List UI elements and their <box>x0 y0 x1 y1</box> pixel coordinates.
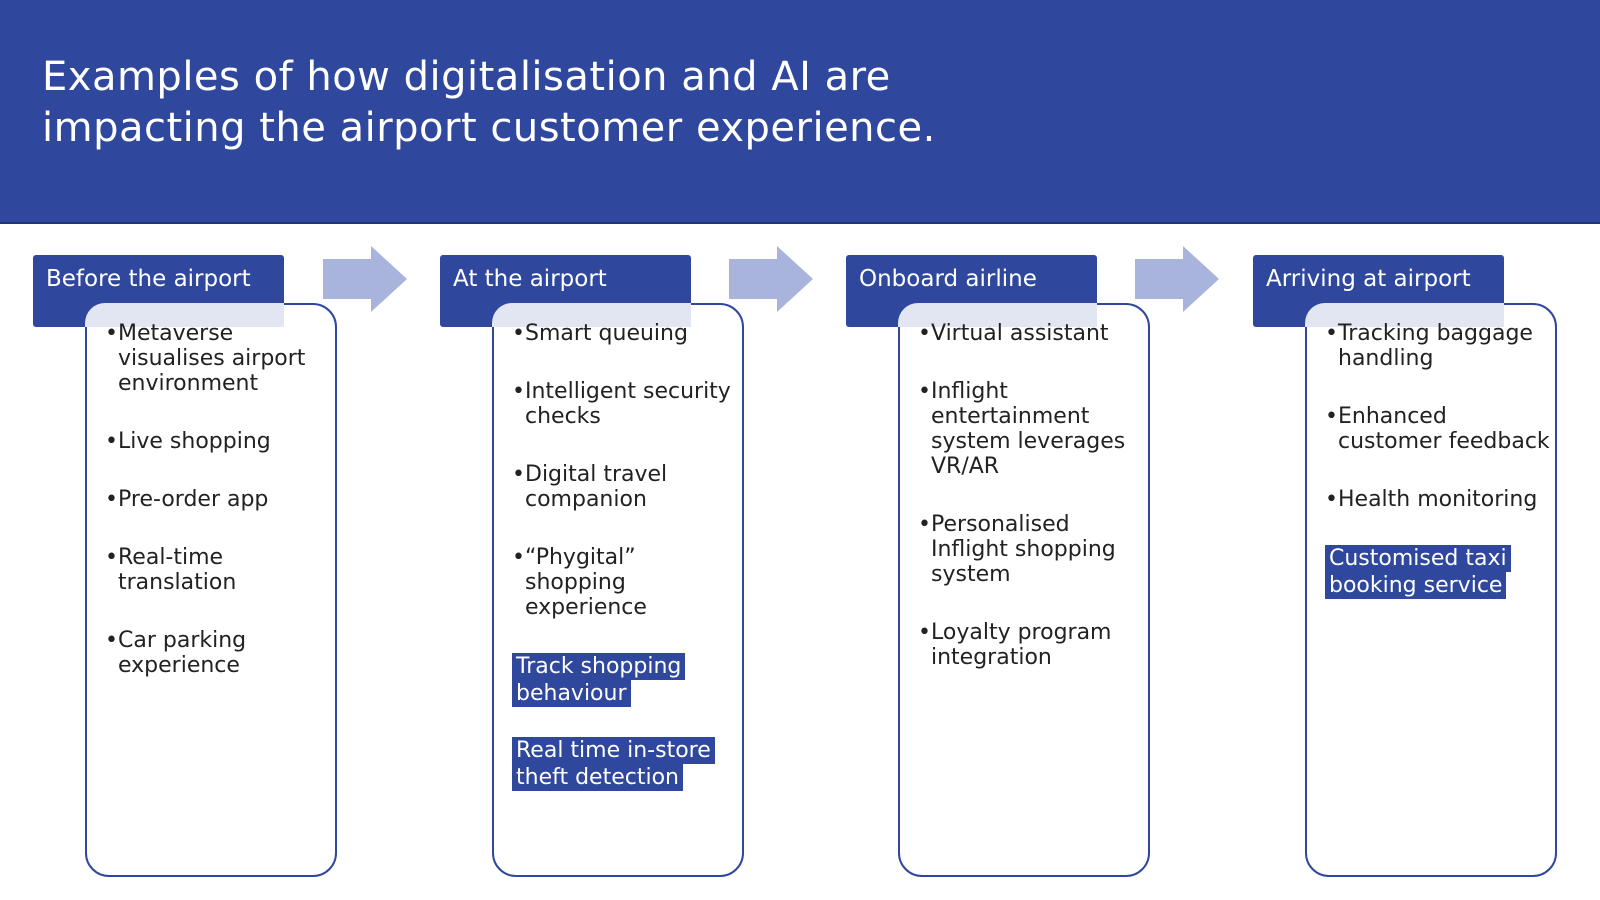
stage-box <box>898 303 1150 877</box>
right-arrow-icon <box>729 246 813 312</box>
list-item-text: Personalised Inflight shopping system <box>931 512 1116 587</box>
highlighted-item: Track shopping behaviour <box>512 653 738 707</box>
list-item-text: Inflight entertainment system leverages … <box>931 379 1126 479</box>
list-item: •Live shopping <box>105 429 331 454</box>
stage-box <box>85 303 337 877</box>
list-item-text: Pre-order app <box>118 487 269 512</box>
bullet-icon: • <box>105 487 118 512</box>
stage-at-airport: At the airport •Smart queuing•Intelligen… <box>440 255 745 877</box>
stage-header-fade <box>898 303 1097 327</box>
list-item-text: Health monitoring <box>1338 487 1538 512</box>
stage-items: •Smart queuing•Intelligent security chec… <box>512 321 738 821</box>
list-item: •Car parking experience <box>105 628 331 678</box>
highlighted-item: Real time in-store theft detection <box>512 737 738 791</box>
stage-before-airport: Before the airport •Metaverse visualises… <box>33 255 338 877</box>
list-item: •Digital travel companion <box>512 462 738 512</box>
list-item: •Smart queuing <box>512 321 738 346</box>
list-item-text: Car parking experience <box>118 628 247 678</box>
bullet-icon: • <box>1325 404 1338 429</box>
list-item-text: Real-time translation <box>118 545 237 595</box>
bullet-icon: • <box>1325 321 1338 346</box>
highlighted-item-text: Customised taxi booking service <box>1325 545 1511 599</box>
stage-items: •Virtual assistant•Inflight entertainmen… <box>918 321 1144 703</box>
bullet-icon: • <box>105 545 118 570</box>
list-item: •Inflight entertainment system leverages… <box>918 379 1144 479</box>
stage-title: Before the airport <box>46 266 251 292</box>
highlighted-item-text: Real time in-store theft detection <box>512 737 715 791</box>
stage-header: Arriving at airport <box>1253 255 1504 327</box>
bullet-icon: • <box>918 512 931 537</box>
highlighted-item: Customised taxi booking service <box>1325 545 1551 599</box>
list-item: •Personalised Inflight shopping system <box>918 512 1144 587</box>
list-item: •Tracking baggage handling <box>1325 321 1551 371</box>
list-item: •Enhanced customer feedback <box>1325 404 1551 454</box>
bullet-icon: • <box>512 379 525 404</box>
header-banner: Examples of how digitalisation and AI ar… <box>0 0 1600 224</box>
bullet-icon: • <box>512 462 525 487</box>
highlighted-item-text: Track shopping behaviour <box>512 653 686 707</box>
list-item: •Pre-order app <box>105 487 331 512</box>
bullet-icon: • <box>512 545 525 570</box>
list-item-text: Smart queuing <box>525 321 688 346</box>
bullet-icon: • <box>105 628 118 653</box>
stage-header-fade <box>492 303 691 327</box>
stage-title: Arriving at airport <box>1266 266 1471 292</box>
right-arrow-icon <box>323 246 407 312</box>
stage-arriving-airport: Arriving at airport •Tracking baggage ha… <box>1253 255 1558 877</box>
stage-onboard-airline: Onboard airline •Virtual assistant•Infli… <box>846 255 1151 877</box>
list-item: •Virtual assistant <box>918 321 1144 346</box>
bullet-icon: • <box>918 620 931 645</box>
page-title: Examples of how digitalisation and AI ar… <box>42 52 1142 154</box>
list-item-text: Live shopping <box>118 429 271 454</box>
list-item: •Health monitoring <box>1325 487 1551 512</box>
stage-title: At the airport <box>453 266 607 292</box>
list-item: •Metaverse visualises airport environmen… <box>105 321 331 396</box>
list-item: •“Phygital” shopping experience <box>512 545 738 620</box>
list-item-text: Digital travel companion <box>525 462 668 512</box>
stage-header-fade <box>1305 303 1504 327</box>
list-item: •Loyalty program integration <box>918 620 1144 670</box>
bullet-icon: • <box>105 429 118 454</box>
right-arrow-icon <box>1135 246 1219 312</box>
stage-title: Onboard airline <box>859 266 1037 292</box>
list-item-text: Intelligent security checks <box>525 379 731 429</box>
list-item-text: Tracking baggage handling <box>1338 321 1533 371</box>
list-item-text: Virtual assistant <box>931 321 1109 346</box>
bullet-icon: • <box>918 379 931 404</box>
bullet-icon: • <box>105 321 118 346</box>
list-item-text: “Phygital” shopping experience <box>525 545 647 620</box>
title-line-2: impacting the airport customer experienc… <box>42 105 936 151</box>
stage-items: •Tracking baggage handling•Enhanced cust… <box>1325 321 1551 629</box>
bullet-icon: • <box>512 321 525 346</box>
list-item: •Intelligent security checks <box>512 379 738 429</box>
list-item-text: Loyalty program integration <box>931 620 1112 670</box>
stage-header-fade <box>85 303 284 327</box>
list-item-text: Enhanced customer feedback <box>1338 404 1550 454</box>
bullet-icon: • <box>1325 487 1338 512</box>
list-item-text: Metaverse visualises airport environment <box>118 321 306 396</box>
title-line-1: Examples of how digitalisation and AI ar… <box>42 54 891 100</box>
list-item: •Real-time translation <box>105 545 331 595</box>
stage-items: •Metaverse visualises airport environmen… <box>105 321 331 711</box>
bullet-icon: • <box>918 321 931 346</box>
